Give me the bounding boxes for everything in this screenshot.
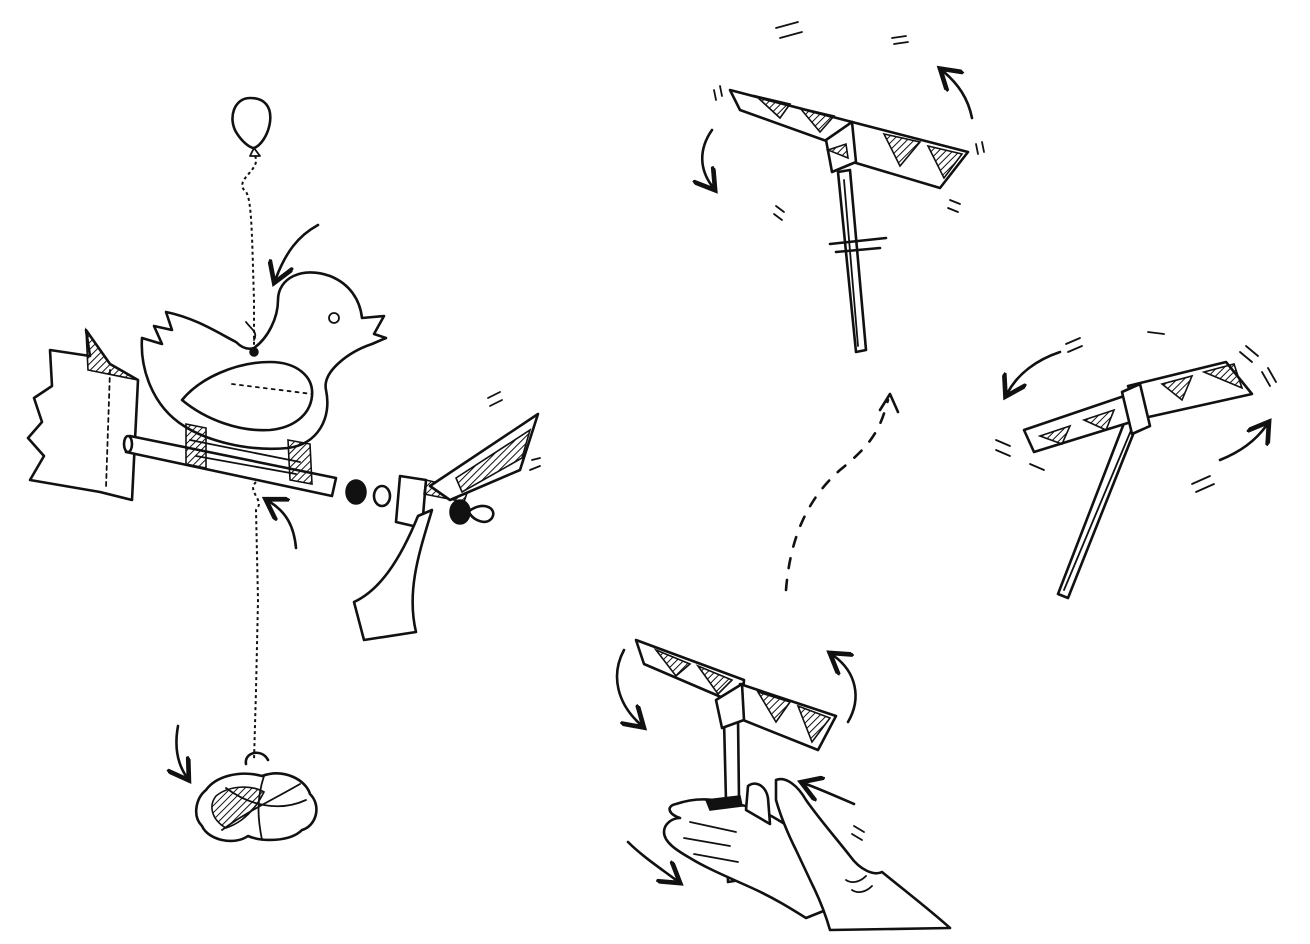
ink-stroke	[189, 439, 301, 463]
rotation-arrow-icon	[944, 72, 974, 120]
ink-stroke	[225, 787, 307, 808]
ink-stroke	[1063, 427, 1133, 591]
ink-stroke	[345, 479, 367, 505]
motion-mark	[891, 35, 909, 45]
ink-stroke	[653, 648, 734, 696]
ink-stroke	[249, 347, 259, 357]
bird-clip-right	[287, 439, 313, 485]
motion-mark	[947, 199, 961, 213]
ink-stroke	[180, 360, 314, 432]
propeller-spinning-tilted	[995, 331, 1277, 600]
ink-stroke	[1037, 408, 1116, 446]
motion-mark	[995, 439, 1011, 457]
ink-stroke	[85, 327, 139, 381]
motion-mark	[1261, 367, 1277, 387]
balloon-icon	[231, 96, 272, 157]
motion-mark	[487, 391, 503, 407]
ink-stroke	[195, 455, 297, 475]
rotation-arrow-icon	[834, 656, 857, 724]
propeller-launched-by-hands	[615, 638, 952, 932]
flight-path-arrowhead	[878, 392, 900, 414]
ink-stroke	[1120, 382, 1152, 436]
rotation-arrow-icon	[806, 784, 856, 806]
motion-mark	[1147, 331, 1165, 335]
motion-mark	[1065, 337, 1083, 353]
ink-stroke	[122, 434, 134, 454]
ink-stroke	[454, 428, 532, 494]
rotation-arrow-icon	[615, 648, 640, 724]
motion-mark	[828, 236, 888, 254]
ink-stroke	[245, 321, 257, 341]
ink-stroke	[257, 775, 265, 841]
motion-mark	[851, 825, 865, 841]
ink-stroke	[704, 795, 743, 811]
motion-mark	[713, 85, 723, 101]
ink-stroke	[231, 383, 313, 395]
rotation-arrow-icon	[1008, 350, 1062, 392]
ink-stroke	[825, 142, 849, 160]
motion-mark	[1029, 463, 1045, 471]
ink-stroke	[714, 682, 746, 730]
motion-mark	[1191, 475, 1215, 493]
propeller-flying	[702, 21, 985, 354]
ink-stroke	[756, 690, 832, 744]
lower-string	[252, 481, 260, 761]
rotation-arrow-icon	[276, 223, 320, 278]
ink-stroke	[328, 312, 340, 324]
rotation-arrow-icon	[1218, 426, 1266, 462]
ink-stroke	[1160, 363, 1244, 402]
beads	[345, 479, 495, 525]
axle-rod	[122, 434, 338, 498]
ink-stroke	[352, 508, 434, 642]
bird-whirligig-toy	[26, 96, 541, 843]
ink-stroke	[466, 504, 495, 524]
ink-stroke	[845, 875, 873, 893]
rotation-arrow-icon	[626, 840, 676, 880]
ink-stroke	[372, 484, 392, 508]
tail-vane-left	[26, 327, 140, 502]
ink-stroke	[882, 132, 964, 180]
flight-path-icon	[784, 398, 890, 592]
motion-mark	[773, 205, 785, 221]
hands-icon	[662, 777, 952, 932]
ink-stroke	[744, 782, 772, 826]
motion-mark	[529, 457, 541, 471]
bird-clip-left	[185, 423, 207, 469]
ink-stroke	[221, 783, 301, 831]
propeller-stick	[836, 168, 868, 354]
rotation-arrow-icon	[270, 502, 298, 550]
ink-stroke	[843, 179, 859, 347]
propeller-hub-left	[352, 412, 540, 642]
ink-stroke	[244, 751, 270, 766]
weight-bundle-icon	[194, 751, 318, 843]
ink-stroke	[683, 821, 739, 863]
ink-stroke	[26, 328, 140, 502]
ink-stroke	[753, 94, 836, 134]
motion-mark	[1239, 345, 1259, 363]
upper-string	[241, 155, 258, 352]
ink-stroke	[249, 147, 261, 157]
ink-stroke	[231, 96, 272, 150]
ink-stroke	[211, 786, 266, 829]
bird-icon	[140, 271, 388, 451]
rotation-arrow-icon	[176, 724, 186, 776]
rotation-arrow-icon	[702, 128, 712, 186]
motion-mark	[975, 141, 985, 155]
ink-stroke	[105, 369, 111, 489]
motion-mark	[775, 21, 803, 39]
